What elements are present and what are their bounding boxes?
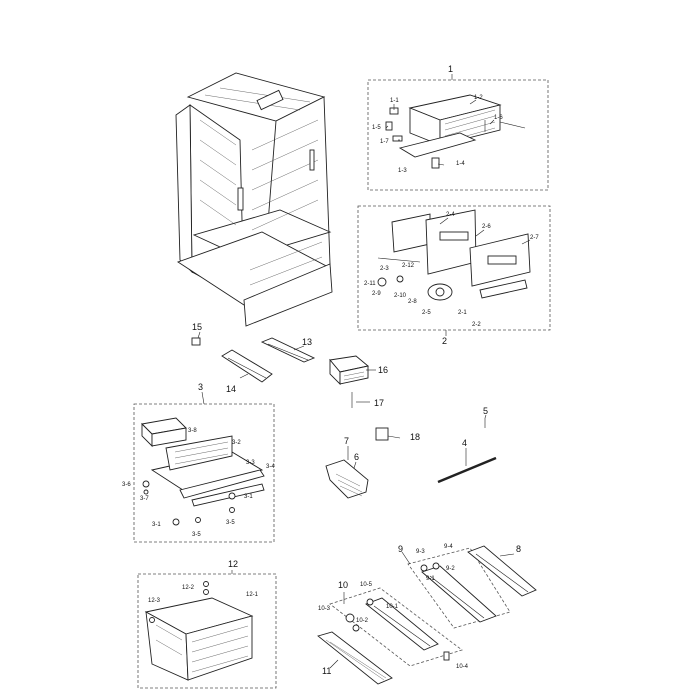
label-15: 15 (192, 322, 202, 332)
label-3-6: 3-6 (122, 482, 131, 488)
assembly-9-box (407, 547, 511, 629)
label-3-8: 3-8 (188, 428, 197, 434)
label-2-2: 2-2 (472, 322, 481, 328)
label-9-1: 9-1 (426, 576, 435, 582)
evaporator-assembly (385, 94, 526, 169)
label-1-6: 1-6 (494, 115, 503, 121)
part-15 (191, 337, 201, 346)
fan-cover-assembly (377, 209, 531, 301)
label-3-4: 3-4 (266, 464, 275, 470)
label-2-6: 2-6 (482, 224, 491, 230)
label-7: 7 (344, 436, 349, 446)
assembly-1-box (367, 79, 549, 191)
label-3-5-right: 3-5 (226, 520, 235, 526)
rail-assembly-9 (420, 562, 497, 623)
callout-labels: 1 1-1 1-2 1-5 1-6 1-7 1-4 1-3 2 2-4 2-6 … (122, 64, 539, 676)
refrigerator-cabinet (175, 72, 333, 327)
label-3-1-left: 3-1 (152, 522, 161, 528)
label-12: 12 (228, 559, 238, 569)
label-1-2: 1-2 (474, 95, 483, 101)
label-9-3: 9-3 (416, 549, 425, 555)
label-2-5: 2-5 (422, 310, 431, 316)
label-12-2: 12-2 (182, 585, 195, 591)
label-18: 18 (410, 432, 420, 442)
label-14: 14 (226, 384, 236, 394)
label-2-9: 2-9 (372, 291, 381, 297)
part-11-cover (317, 631, 393, 685)
label-2-8: 2-8 (408, 299, 417, 305)
label-3-5-left: 3-5 (192, 532, 201, 538)
label-10-1: 10-1 (386, 604, 399, 610)
part-16-ice-maker (329, 355, 369, 386)
label-2-12: 2-12 (402, 263, 415, 269)
label-9: 9 (398, 544, 403, 554)
label-8: 8 (516, 544, 521, 554)
label-2-4: 2-4 (446, 212, 455, 218)
label-5: 5 (483, 406, 488, 416)
label-1-1: 1-1 (390, 98, 399, 104)
label-2-1: 2-1 (458, 310, 467, 316)
label-1-5: 1-5 (372, 125, 381, 131)
assembly-10-box (329, 587, 463, 667)
label-1-3: 1-3 (398, 168, 407, 174)
label-10-5: 10-5 (360, 582, 373, 588)
label-10-3: 10-3 (318, 606, 331, 612)
part-4-strip (437, 456, 497, 484)
label-10-2: 10-2 (356, 618, 369, 624)
label-2-3: 2-3 (380, 266, 389, 272)
label-3-7: 3-7 (140, 496, 149, 502)
drawer-assembly-3 (141, 417, 265, 526)
part-6-bin (325, 459, 369, 499)
label-6: 6 (354, 452, 359, 462)
label-11: 11 (322, 666, 331, 676)
label-17: 17 (374, 398, 384, 408)
label-16: 16 (378, 365, 388, 375)
label-1: 1 (448, 64, 453, 74)
part-14-rail (221, 349, 273, 383)
rail-assembly-10 (345, 597, 450, 661)
label-9-4: 9-4 (444, 544, 453, 550)
label-3-2: 3-2 (232, 440, 241, 446)
label-3-1-right: 3-1 (244, 494, 253, 500)
leader-lines (197, 74, 531, 669)
label-3: 3 (198, 382, 203, 392)
label-13: 13 (302, 337, 312, 347)
assembly-12-box (137, 573, 277, 689)
label-10-4: 10-4 (456, 664, 469, 670)
label-3-3: 3-3 (246, 460, 255, 466)
part-18 (375, 427, 389, 441)
label-1-7: 1-7 (380, 139, 389, 145)
label-1-4: 1-4 (456, 161, 465, 167)
label-12-3: 12-3 (148, 598, 161, 604)
label-9-2: 9-2 (446, 566, 455, 572)
label-2: 2 (442, 336, 447, 346)
label-2-7: 2-7 (530, 235, 539, 241)
part-13-rail (260, 337, 316, 363)
part-8-rail (467, 545, 537, 597)
label-10: 10 (338, 580, 348, 590)
label-12-1: 12-1 (246, 592, 259, 598)
label-2-10: 2-10 (394, 293, 407, 299)
freezer-basket-12 (144, 581, 254, 681)
assembly-2-box (357, 205, 551, 331)
label-2-11: 2-11 (364, 281, 376, 287)
label-4: 4 (462, 438, 467, 448)
